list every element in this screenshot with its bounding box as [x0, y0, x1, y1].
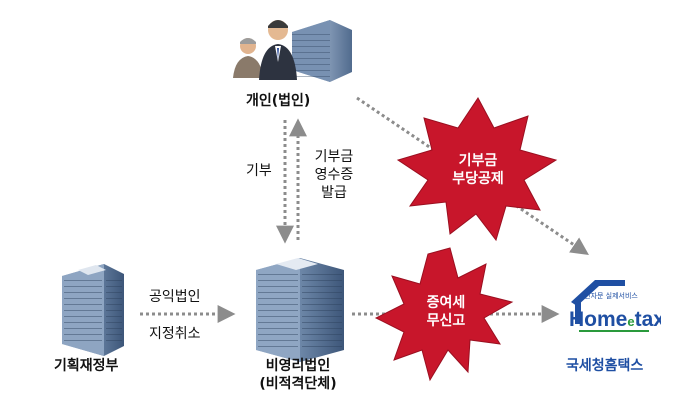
- burst-deduction-label: 기부금 부당공제: [448, 152, 508, 188]
- node-nts: 국세청홈택스: [566, 358, 644, 374]
- hometax-logo: 전자문 실제서비스 Homeetax.: [565, 272, 671, 344]
- ministry-building-icon: [62, 264, 124, 356]
- hometax-house-icon: 전자문 실제서비스 Homeetax.: [569, 280, 671, 332]
- edge-receipt-line3: 발급: [321, 185, 347, 201]
- burst-gift-tax: [374, 247, 514, 382]
- burst-deduction: [396, 97, 558, 242]
- svg-text:Homeetax.: Homeetax.: [569, 308, 661, 331]
- node-individual: 개인(법인): [246, 93, 311, 109]
- node-nonprofit: 비영리법인 (비적격단체): [250, 357, 346, 393]
- burst-gift-tax-line2: 무신고: [426, 313, 466, 329]
- hometax-word-e: e: [627, 314, 634, 329]
- edge-donation-label: 기부: [246, 163, 272, 179]
- nonprofit-building-icon: [256, 258, 344, 362]
- burst-deduction-line1: 기부금: [458, 153, 498, 169]
- hometax-word-tax: tax.: [635, 308, 661, 331]
- edge-designate-line1: 공익법인: [149, 289, 201, 305]
- edge-receipt-line2: 영수증: [314, 167, 354, 183]
- burst-deduction-line2: 부당공제: [452, 171, 504, 187]
- edge-receipt-line1: 기부금: [314, 149, 354, 165]
- edge-designate-line2: 지정취소: [149, 326, 201, 342]
- node-ministry: 기획재정부: [54, 358, 119, 374]
- burst-gift-tax-line1: 증여세: [426, 295, 466, 311]
- hometax-word-home: Home: [569, 308, 627, 331]
- node-nonprofit-line1: 비영리법인: [265, 358, 331, 374]
- node-nonprofit-line2: (비적격단체): [259, 376, 337, 392]
- individual-icon: [233, 20, 352, 82]
- hometax-tagline: 전자문 실제서비스: [584, 291, 638, 300]
- burst-gift-tax-label: 증여세 무신고: [416, 294, 476, 330]
- edge-receipt-label: 기부금 영수증 발급: [314, 148, 354, 202]
